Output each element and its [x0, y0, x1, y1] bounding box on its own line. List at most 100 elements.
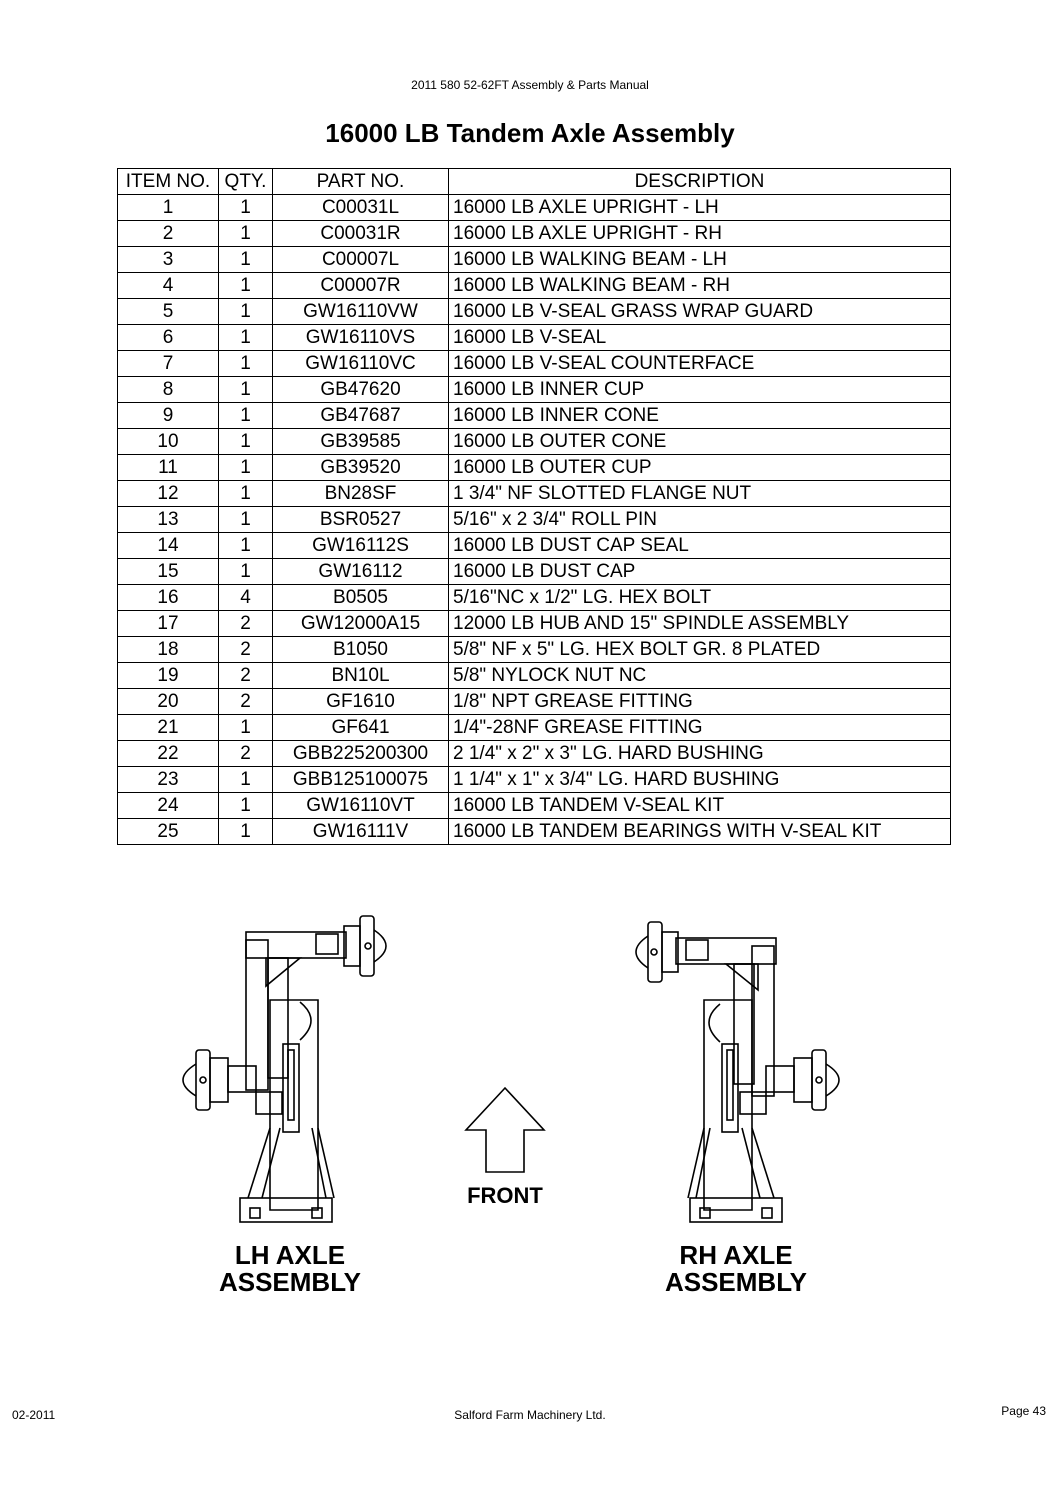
item-no-cell: 20	[117, 688, 219, 715]
item-no-cell: 11	[117, 454, 219, 481]
table-header-row: ITEM NO. QTY. PART NO. DESCRIPTION	[117, 168, 951, 195]
item-no-cell: 6	[117, 324, 219, 351]
qty-cell: 1	[218, 480, 273, 507]
item-no-cell: 19	[117, 662, 219, 689]
part-no-cell: GW16110VC	[272, 350, 449, 377]
item-no-cell: 23	[117, 766, 219, 793]
description-cell: 16000 LB INNER CONE	[448, 402, 951, 429]
part-no-cell: GB39585	[272, 428, 449, 455]
description-cell: 16000 LB OUTER CUP	[448, 454, 951, 481]
qty-cell: 2	[218, 688, 273, 715]
description-cell: 16000 LB DUST CAP SEAL	[448, 532, 951, 559]
qty-cell: 2	[218, 740, 273, 767]
item-no-cell: 25	[117, 818, 219, 845]
part-no-cell: BN10L	[272, 662, 449, 689]
qty-cell: 1	[218, 272, 273, 299]
part-no-cell: GW16110VT	[272, 792, 449, 819]
description-cell: 5/16"NC x 1/2" LG. HEX BOLT	[448, 584, 951, 611]
item-no-cell: 17	[117, 610, 219, 637]
item-no-cell: 13	[117, 506, 219, 533]
item-no-cell: 1	[117, 194, 219, 221]
item-no-cell: 8	[117, 376, 219, 403]
item-no-cell: 10	[117, 428, 219, 455]
part-no-cell: C00031R	[272, 220, 449, 247]
part-no-cell: GW16111V	[272, 818, 449, 845]
part-no-cell: GBB225200300	[272, 740, 449, 767]
item-no-cell: 4	[117, 272, 219, 299]
description-cell: 16000 LB TANDEM BEARINGS WITH V-SEAL KIT	[448, 818, 951, 845]
part-no-cell: GF641	[272, 714, 449, 741]
part-no-cell: GF1610	[272, 688, 449, 715]
qty-cell: 1	[218, 376, 273, 403]
qty-cell: 1	[218, 532, 273, 559]
description-cell: 16000 LB TANDEM V-SEAL KIT	[448, 792, 951, 819]
qty-cell: 1	[218, 766, 273, 793]
rh-label-line1: RH AXLE	[679, 1240, 793, 1270]
qty-cell: 2	[218, 636, 273, 663]
item-no-cell: 3	[117, 246, 219, 273]
part-no-cell: B1050	[272, 636, 449, 663]
item-no-cell: 21	[117, 714, 219, 741]
part-no-cell: BN28SF	[272, 480, 449, 507]
qty-cell: 1	[218, 220, 273, 247]
rh-axle-assembly	[635, 921, 840, 1223]
footer-company: Salford Farm Machinery Ltd.	[454, 1408, 606, 1422]
part-no-cell: GB47687	[272, 402, 449, 429]
column-header-part-no: PART NO.	[272, 168, 449, 195]
up-arrow-icon	[464, 1086, 546, 1173]
lh-axle-assembly-label: LH AXLE ASSEMBLY	[180, 1242, 400, 1296]
part-no-cell: C00031L	[272, 194, 449, 221]
qty-cell: 2	[218, 610, 273, 637]
lh-label-line2: ASSEMBLY	[218, 1267, 362, 1297]
description-cell: 16000 LB OUTER CONE	[448, 428, 951, 455]
item-no-cell: 15	[117, 558, 219, 585]
qty-cell: 1	[218, 506, 273, 533]
item-no-cell: 22	[117, 740, 219, 767]
item-no-cell: 12	[117, 480, 219, 507]
qty-cell: 1	[218, 324, 273, 351]
qty-cell: 1	[218, 350, 273, 377]
axle-assembly-drawing	[182, 915, 840, 1223]
part-no-cell: B0505	[272, 584, 449, 611]
item-no-cell: 18	[117, 636, 219, 663]
part-no-cell: C00007R	[272, 272, 449, 299]
qty-cell: 1	[218, 818, 273, 845]
description-cell: 2 1/4" x 2" x 3" LG. HARD BUSHING	[448, 740, 951, 767]
description-cell: 5/8" NYLOCK NUT NC	[448, 662, 951, 689]
description-cell: 5/16" x 2 3/4" ROLL PIN	[448, 506, 951, 533]
description-cell: 16000 LB INNER CUP	[448, 376, 951, 403]
item-no-cell: 7	[117, 350, 219, 377]
description-cell: 16000 LB AXLE UPRIGHT - LH	[448, 194, 951, 221]
description-cell: 1 3/4" NF SLOTTED FLANGE NUT	[448, 480, 951, 507]
qty-cell: 1	[218, 454, 273, 481]
description-cell: 1/8" NPT GREASE FITTING	[448, 688, 951, 715]
description-cell: 16000 LB WALKING BEAM - LH	[448, 246, 951, 273]
part-no-cell: GW16110VS	[272, 324, 449, 351]
description-cell: 5/8" NF x 5" LG. HEX BOLT GR. 8 PLATED	[448, 636, 951, 663]
description-cell: 16000 LB AXLE UPRIGHT - RH	[448, 220, 951, 247]
item-no-cell: 14	[117, 532, 219, 559]
qty-cell: 1	[218, 558, 273, 585]
page-title: 16000 LB Tandem Axle Assembly	[325, 118, 735, 148]
qty-cell: 1	[218, 792, 273, 819]
description-cell: 16000 LB V-SEAL COUNTERFACE	[448, 350, 951, 377]
part-no-cell: BSR0527	[272, 506, 449, 533]
description-cell: 16000 LB WALKING BEAM - RH	[448, 272, 951, 299]
part-no-cell: GW16110VW	[272, 298, 449, 325]
